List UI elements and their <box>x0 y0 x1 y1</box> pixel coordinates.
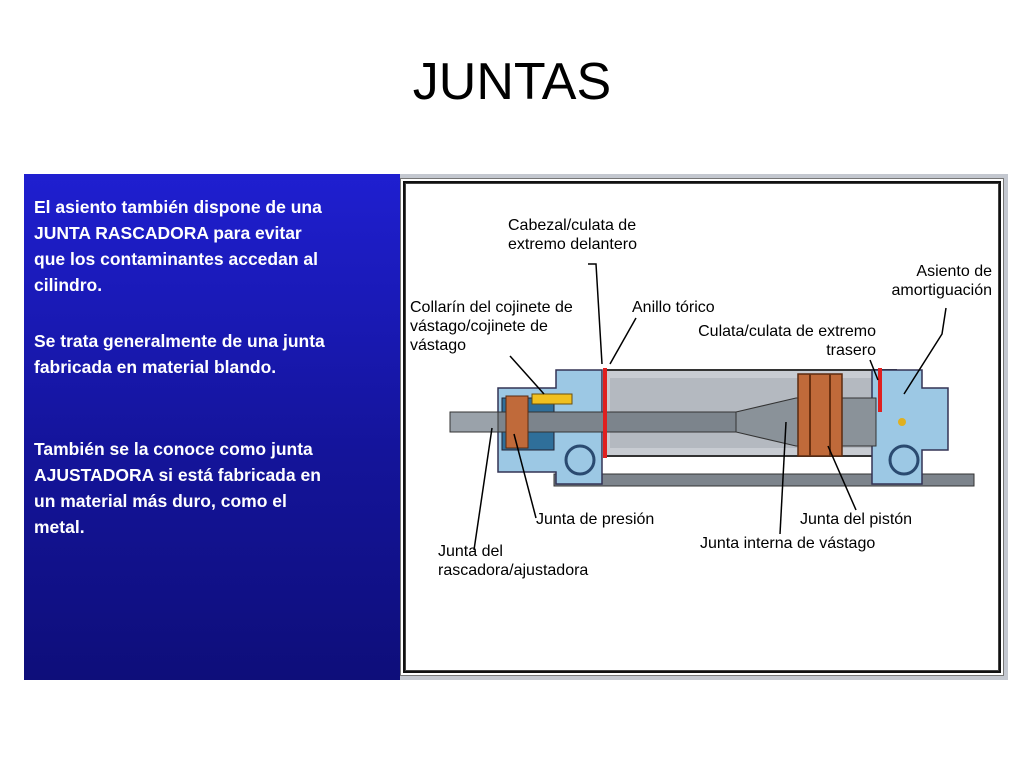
label-collarin: Collarín del cojinete de vástago/cojinet… <box>410 299 573 354</box>
diagram-border <box>403 181 1001 673</box>
o-ring-rear <box>878 368 882 412</box>
o-ring-front <box>603 368 607 458</box>
label-asiento: Asiento de amortiguación <box>891 263 993 299</box>
wiper-seal <box>505 395 529 449</box>
label-cabezal: Cabezal/culata de extremo delantero <box>508 217 637 253</box>
cylinder-illustration <box>449 263 975 551</box>
label-presion: Junta de presión <box>536 511 655 528</box>
diagram-canvas: Cabezal/culata de extremo delantero Asie… <box>405 183 999 671</box>
leader-rascadora <box>473 427 493 551</box>
leader-piston <box>827 445 857 511</box>
rear-head <box>871 369 949 485</box>
label-interna: Junta interna de vástago <box>700 535 876 552</box>
leader-asiento <box>903 307 947 395</box>
label-rascadora: Junta del rascadora/ajustadora <box>438 543 589 579</box>
rod-end <box>449 411 499 433</box>
description-panel: El asiento también dispone de una JUNTA … <box>24 174 400 680</box>
label-anillo: Anillo tórico <box>632 299 715 316</box>
label-piston: Junta del pistón <box>800 511 913 528</box>
leader-interna <box>779 421 787 535</box>
slide-title: JUNTAS <box>412 53 612 111</box>
front-port <box>564 444 596 476</box>
piston <box>797 373 843 457</box>
leader-collarin <box>509 355 545 395</box>
label-culata: Culata/culata de extremo trasero <box>698 323 876 359</box>
paragraph-rascadora: El asiento también dispone de una JUNTA … <box>34 197 322 295</box>
bearing-collar <box>531 393 573 405</box>
leader-cabezal <box>588 263 603 365</box>
tie-rod-bottom <box>553 473 975 487</box>
paragraph-ajustadora: También se la conoce como junta AJUSTADO… <box>34 439 321 537</box>
leader-anillo <box>609 317 637 365</box>
leader-culata <box>869 359 879 381</box>
leader-presion <box>513 433 537 519</box>
rear-bolt <box>898 418 906 426</box>
paragraph-material: Se trata generalmente de una junta fabri… <box>34 331 325 377</box>
rear-port <box>888 444 920 476</box>
diagram-frame: Cabezal/culata de extremo delantero Asie… <box>400 178 1004 676</box>
figure: El asiento también dispone de una JUNTA … <box>24 174 1008 680</box>
